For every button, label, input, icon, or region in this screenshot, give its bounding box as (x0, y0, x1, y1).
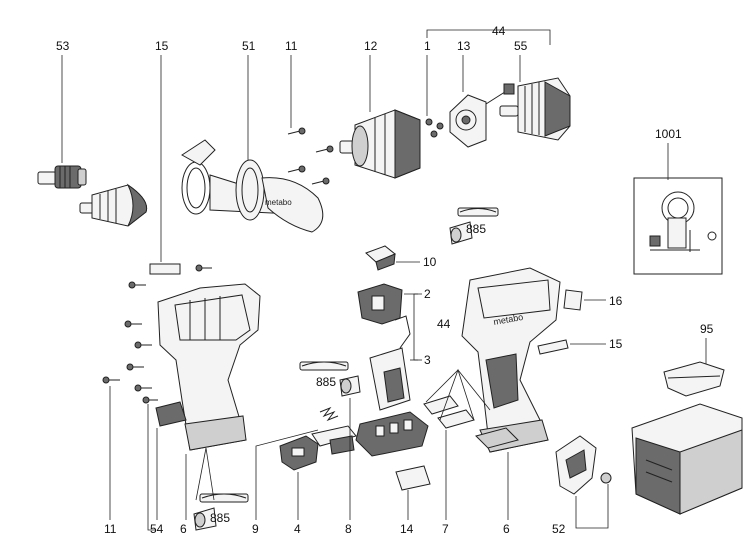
callout-15-right: 15 (609, 337, 623, 351)
inset-1001 (633, 177, 723, 275)
part-13-end-plate (449, 83, 515, 148)
callout-9: 9 (252, 522, 259, 536)
part-chuck (79, 183, 148, 227)
callout-11-bottom: 11 (104, 522, 117, 536)
part-3-electronics (369, 315, 411, 411)
callout-16: 16 (609, 294, 623, 308)
callout-13: 13 (457, 39, 471, 53)
screws-housing (102, 264, 212, 404)
screw-1b (436, 122, 444, 130)
callout-1: 1 (424, 39, 431, 53)
callout-885-top: 885 (466, 222, 486, 236)
callout-8: 8 (345, 522, 352, 536)
part-7-parts (423, 395, 475, 429)
part-12-gearbox (339, 109, 421, 179)
callout-6-left: 6 (180, 522, 187, 536)
callout-2: 2 (424, 287, 431, 301)
callout-3: 3 (424, 353, 431, 367)
label-sticker-15-top (149, 263, 181, 275)
grease-885-bottom (193, 493, 249, 531)
callout-12: 12 (364, 39, 378, 53)
callout-15-top: 15 (155, 39, 169, 53)
callout-885-mid: 885 (316, 375, 336, 389)
handle-brand-mark: metabo (265, 198, 292, 207)
callout-11-top: 11 (285, 39, 298, 53)
part-95-battery-cover (663, 361, 725, 397)
part-55-motor (499, 77, 571, 141)
sticker-14 (395, 465, 431, 491)
grease-885-mid (299, 361, 361, 397)
grease-885-top (449, 207, 499, 245)
screw-1c (430, 130, 438, 138)
part-6-right-base (475, 427, 519, 449)
callout-52: 52 (552, 522, 566, 536)
part-53-chuck-adapter (37, 165, 87, 189)
callout-54: 54 (150, 522, 164, 536)
part-9-spring (319, 406, 339, 422)
part-housing-right: metabo (461, 267, 561, 453)
part-8-slider (311, 425, 357, 455)
callout-4: 4 (294, 522, 301, 536)
part-4-battery-latch (279, 435, 319, 471)
screws-11-top (287, 127, 334, 185)
part-10-switch-lever (365, 245, 396, 271)
callout-14: 14 (400, 522, 414, 536)
callout-10: 10 (423, 255, 437, 269)
part-contact-plate (355, 411, 429, 457)
callout-44-mid: 44 (437, 317, 451, 331)
part-52-screw (600, 472, 612, 484)
callout-95: 95 (700, 322, 714, 336)
part-2-switch (357, 283, 403, 325)
callout-51: 51 (242, 39, 256, 53)
part-54-clip (155, 401, 187, 427)
screw-1a (425, 118, 433, 126)
part-52-belt-clip (555, 435, 597, 495)
callout-44-top: 44 (492, 24, 506, 38)
callout-1001: 1001 (655, 127, 682, 141)
callout-55: 55 (514, 39, 528, 53)
part-51-side-handle: metabo (181, 139, 324, 233)
sticker-16 (563, 289, 583, 311)
callout-53: 53 (56, 39, 70, 53)
callout-6-right: 6 (503, 522, 510, 536)
part-battery-pack (631, 403, 743, 515)
sticker-15-right (537, 339, 569, 355)
callout-7: 7 (442, 522, 449, 536)
part-housing-left (157, 283, 261, 451)
callout-885-bottom: 885 (210, 511, 230, 525)
